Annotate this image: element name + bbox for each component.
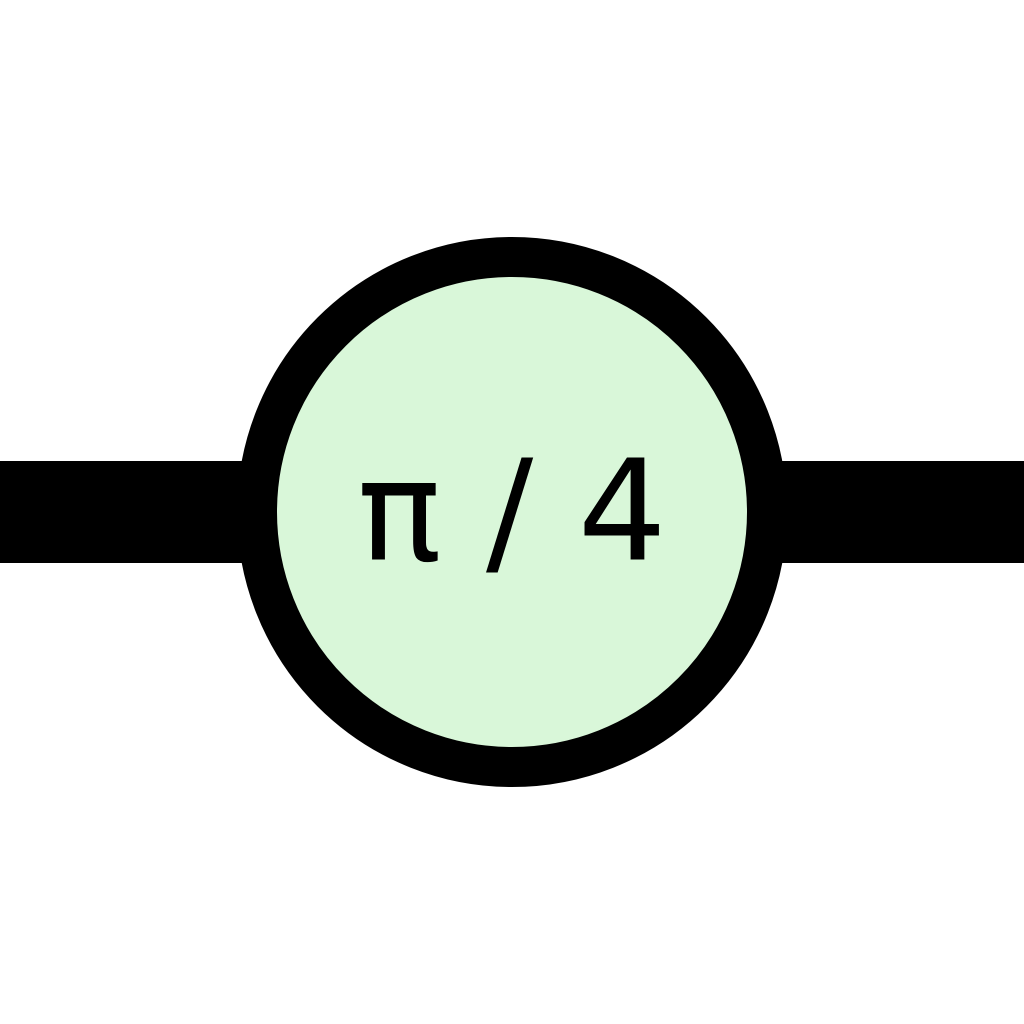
left-wire [0,461,260,563]
right-wire [764,461,1024,563]
phase-node [237,237,787,787]
phase-node-label: π / 4 [357,431,667,594]
